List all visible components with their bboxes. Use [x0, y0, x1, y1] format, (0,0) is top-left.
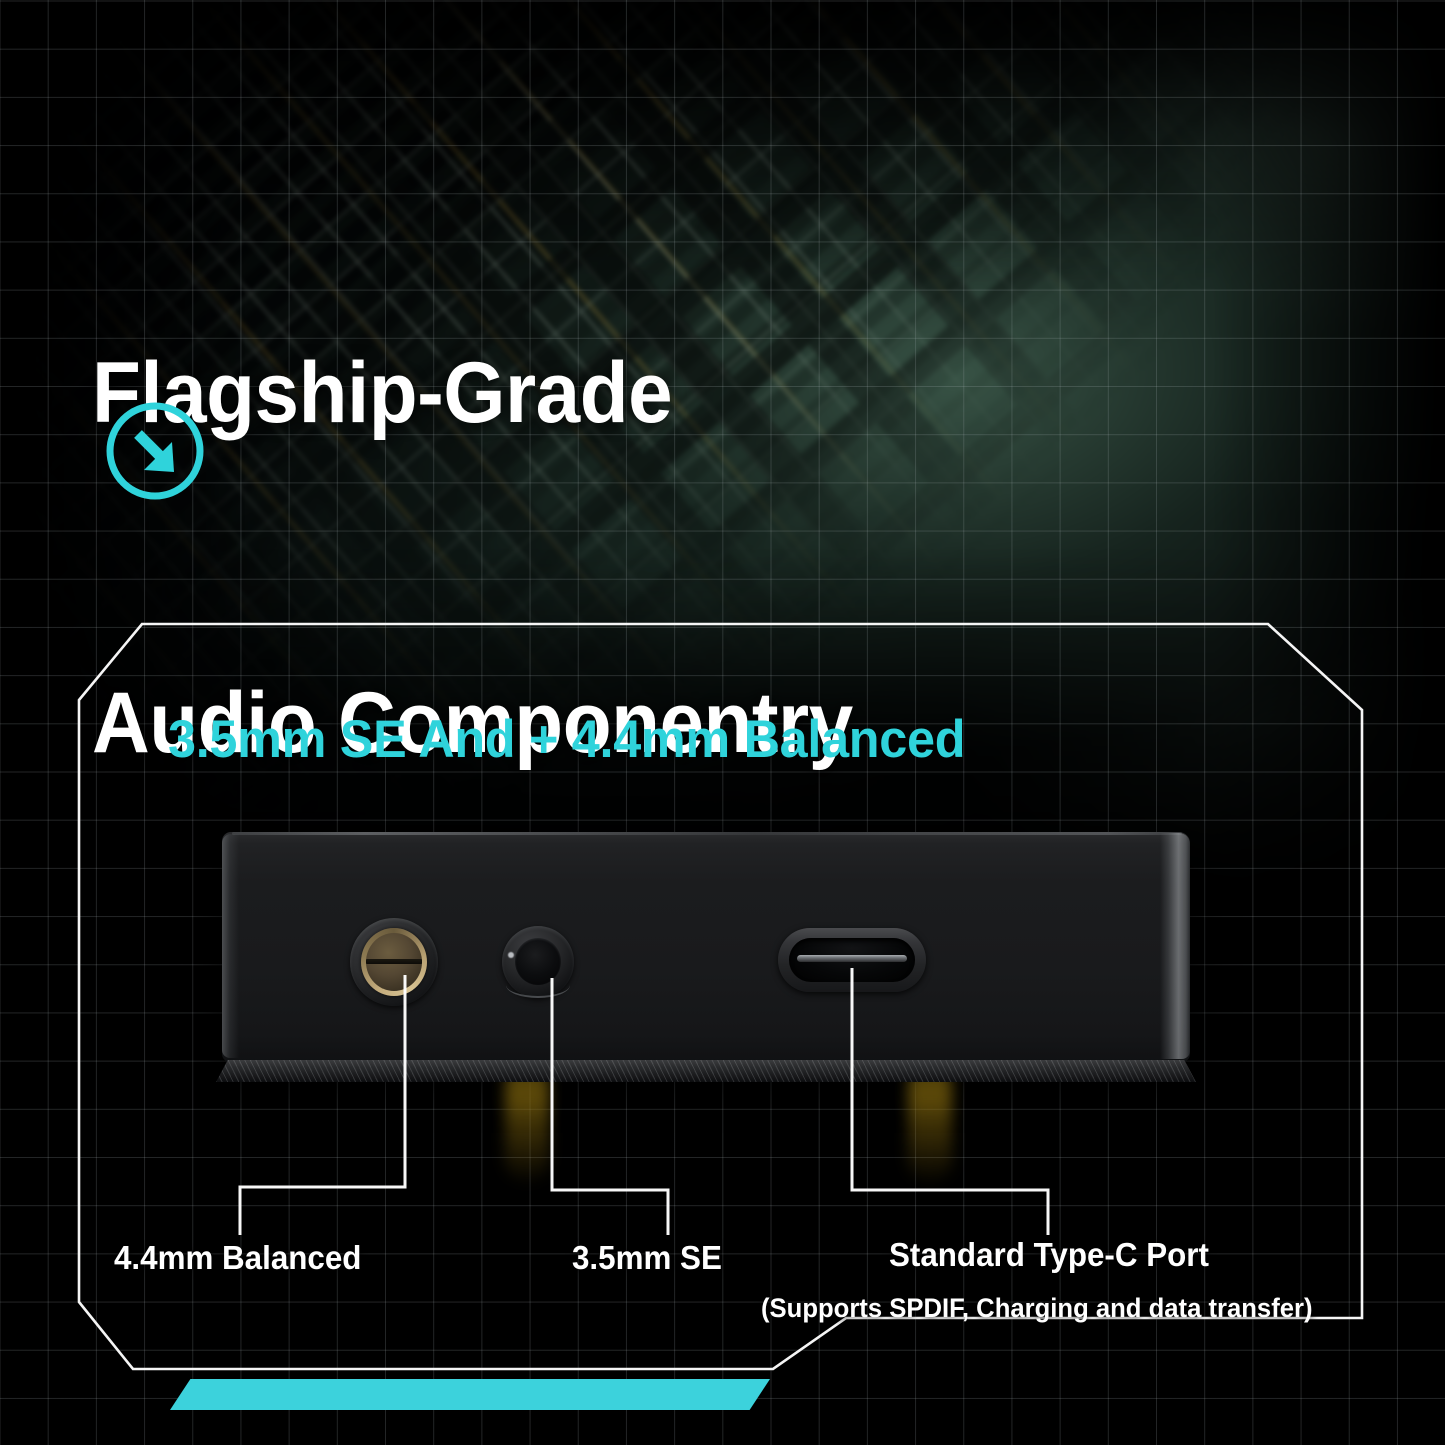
jack-4.4mm-balanced-icon — [350, 918, 438, 1006]
device-top-edge-highlight — [232, 832, 1182, 835]
circle-arrow-down-right-icon[interactable] — [102, 398, 208, 504]
panel-title: 3.5mm SE And + 4.4mm Balanced — [168, 710, 966, 769]
device-right-edge-highlight — [1160, 833, 1190, 1059]
portable-dac-amp-device — [216, 832, 1196, 1082]
jack35-specular — [508, 952, 514, 958]
jack44-divider — [366, 959, 422, 964]
callout-label-balanced: 4.4mm Balanced — [114, 1239, 362, 1276]
device-left-edge-highlight — [222, 834, 239, 1058]
usb-type-c-port-icon — [778, 928, 926, 992]
jack35-lower-arc — [506, 972, 570, 998]
callout-sublabel-usb-c: (Supports SPDIF, Charging and data trans… — [761, 1293, 1313, 1323]
usbc-tongue — [797, 955, 907, 962]
device-base-plinth — [216, 1060, 1196, 1082]
device-base-texture — [216, 1060, 1196, 1082]
callout-label-single-ended: 3.5mm SE — [572, 1239, 722, 1276]
jack-3.5mm-se-icon — [502, 926, 574, 998]
yellow-glow-left — [505, 1062, 549, 1182]
cyan-accent-bar — [170, 1379, 770, 1410]
callout-label-usb-c: Standard Type-C Port — [889, 1236, 1209, 1273]
